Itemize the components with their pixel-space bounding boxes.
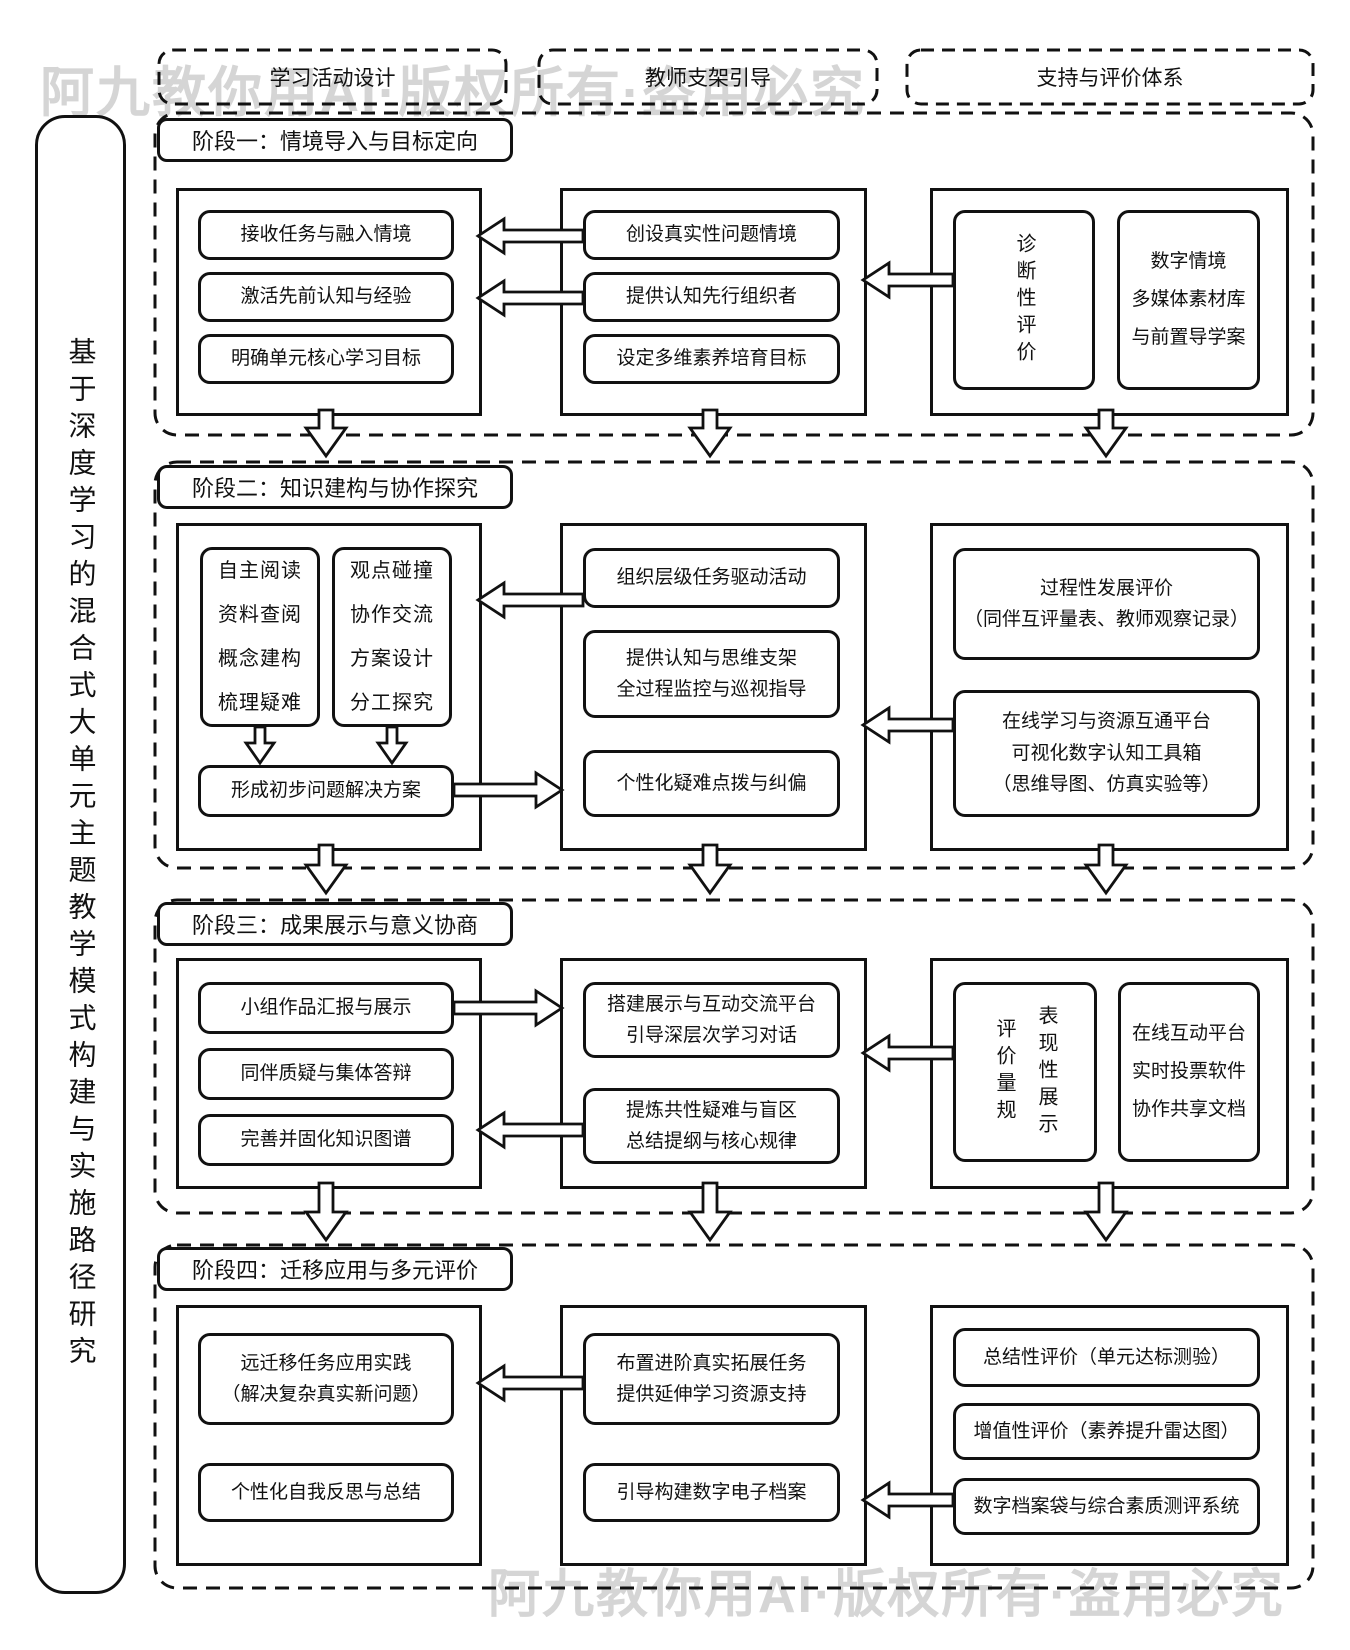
arrow-down-icon	[687, 1181, 733, 1243]
box-clarify-goals: 明确单元核心学习目标	[198, 334, 454, 384]
box-far-transfer-practice: 远迁移任务应用实践 （解决复杂真实新问题）	[198, 1333, 454, 1425]
arrow-down-icon	[303, 843, 349, 896]
arrow-down-icon	[1083, 843, 1129, 896]
box-activate-prior-knowledge: 激活先前认知与经验	[198, 272, 454, 322]
box-initial-solution: 形成初步问题解决方案	[198, 765, 454, 817]
header-support-evaluation: 支持与评价体系	[1036, 67, 1184, 90]
box-consolidate-knowledge-map: 完善并固化知识图谱	[198, 1114, 454, 1166]
box-interactive-platform-dialogue: 搭建展示与互动交流平台 引导深层次学习对话	[583, 982, 840, 1058]
arrow-down-icon	[303, 1181, 349, 1243]
box-online-interaction-tools: 在线互动平台 实时投票软件 协作共享文档	[1118, 982, 1260, 1162]
arrow-down-icon	[687, 408, 733, 459]
stage-3-title: 阶段三：成果展示与意义协商	[157, 902, 513, 946]
research-title-text: 基于深度学习的混合式大单元主题教学模式构建与实施路径研究	[65, 336, 97, 1373]
stage-2-title: 阶段二：知识建构与协作探究	[157, 465, 513, 509]
arrow-down-icon	[687, 843, 733, 896]
box-group-presentation: 小组作品汇报与展示	[198, 982, 454, 1034]
box-self-study: 自主阅读 资料查阅 概念建构 梳理疑难	[200, 547, 320, 727]
stage-1-title: 阶段一：情境导入与目标定向	[157, 118, 513, 162]
header-teacher-scaffold: 教师支架引导	[645, 67, 771, 90]
stage-4-title: 阶段四：迁移应用与多元评价	[157, 1247, 513, 1291]
arrow-down-icon	[303, 408, 349, 459]
box-formative-assessment: 过程性发展评价 （同伴互评量表、教师观察记录）	[953, 548, 1260, 660]
box-performance-rubric: 表现性展示 评价量规	[953, 982, 1097, 1162]
arrow-down-icon	[1083, 1181, 1129, 1243]
box-value-added-assessment: 增值性评价（素养提升雷达图）	[953, 1403, 1260, 1460]
box-multidimensional-goals: 设定多维素养培育目标	[583, 334, 840, 384]
header-learning-activities: 学习活动设计	[269, 67, 396, 90]
box-diagnostic-assessment: 诊断性评价	[953, 210, 1095, 390]
arrow-down-icon	[1083, 408, 1129, 459]
box-create-authentic-context: 创设真实性问题情境	[583, 210, 840, 260]
box-digital-eportfolio-guidance: 引导构建数字电子档案	[583, 1463, 840, 1522]
box-advanced-extension-tasks: 布置进阶真实拓展任务 提供延伸学习资源支持	[583, 1333, 840, 1425]
box-personalized-guidance: 个性化疑难点拨与纠偏	[583, 750, 840, 817]
box-task-driven-activities: 组织层级任务驱动活动	[583, 548, 840, 608]
box-receive-task: 接收任务与融入情境	[198, 210, 454, 260]
box-online-platform-toolbox: 在线学习与资源互通平台 可视化数字认知工具箱 （思维导图、仿真实验等）	[953, 690, 1260, 817]
research-title-sidebar: 基于深度学习的混合式大单元主题教学模式构建与实施路径研究	[35, 115, 126, 1594]
box-cognitive-scaffold-monitoring: 提供认知与思维支架 全过程监控与巡视指导	[583, 630, 840, 718]
box-digital-portfolio-system: 数字档案袋与综合素质测评系统	[953, 1478, 1260, 1535]
box-peer-questioning: 同伴质疑与集体答辩	[198, 1048, 454, 1100]
box-advance-organizer: 提供认知先行组织者	[583, 272, 840, 322]
box-self-reflection: 个性化自我反思与总结	[198, 1463, 454, 1522]
box-summative-assessment: 总结性评价（单元达标测验）	[953, 1328, 1260, 1387]
box-digital-context-resources: 数字情境 多媒体素材库 与前置导学案	[1117, 210, 1260, 390]
box-refine-common-difficulties: 提炼共性疑难与盲区 总结提纲与核心规律	[583, 1088, 840, 1164]
box-collaborative-exchange: 观点碰撞 协作交流 方案设计 分工探究	[332, 547, 452, 727]
